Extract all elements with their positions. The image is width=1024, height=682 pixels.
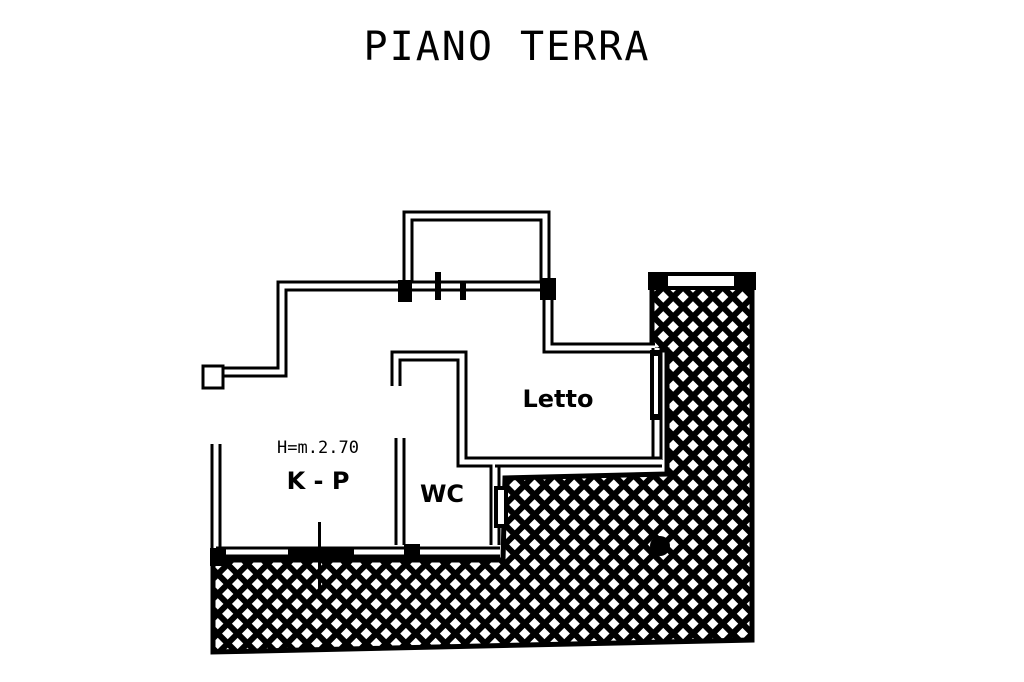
terrace-top-opening bbox=[668, 276, 734, 286]
room-label-kp: K - P bbox=[287, 467, 350, 495]
walls bbox=[210, 210, 663, 558]
page-title: PIANO TERRA bbox=[364, 24, 651, 70]
wall-details bbox=[210, 272, 670, 592]
ceiling-height-note: H=m.2.70 bbox=[277, 438, 359, 458]
entry-box bbox=[201, 364, 225, 390]
room-label-wc: WC bbox=[420, 480, 464, 508]
room-label-letto: Letto bbox=[522, 385, 593, 413]
